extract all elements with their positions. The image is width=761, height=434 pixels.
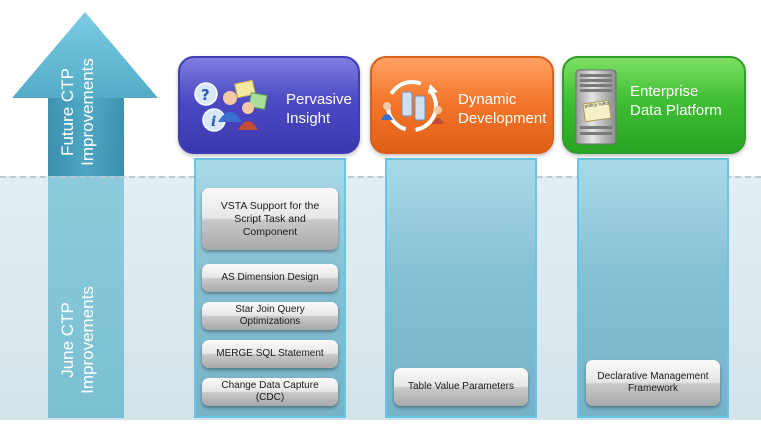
svg-text:i: i xyxy=(211,114,216,130)
future-ctp-label: Future CTP Improvements xyxy=(58,58,97,166)
item-merge-sql: MERGE SQL Statement xyxy=(202,340,338,368)
ctp-divider-line xyxy=(0,176,761,178)
item-vsta-support: VSTA Support for the Script Task and Com… xyxy=(202,188,338,250)
item-declarative-management: Declarative Management Framework xyxy=(586,360,720,406)
header-title: Dynamic Development xyxy=(458,91,547,127)
header-enterprise-data-platform: policy rules Enterprise Data Platform xyxy=(562,56,746,154)
item-as-dimension-design: AS Dimension Design xyxy=(202,264,338,292)
server-icon xyxy=(575,69,617,145)
people-insight-icon: ? i xyxy=(194,79,268,132)
header-title: Enterprise Data Platform xyxy=(630,83,722,119)
item-change-data-capture: Change Data Capture (CDC) xyxy=(202,378,338,406)
header-dynamic-development: Dynamic Development xyxy=(370,56,554,154)
item-table-value-parameters: Table Value Parameters xyxy=(394,368,528,406)
up-arrow xyxy=(12,12,158,418)
header-pervasive-insight: ? i Pervasive Insight xyxy=(178,56,360,154)
svg-text:?: ? xyxy=(201,86,210,104)
item-star-join-query: Star Join Query Optimizations xyxy=(202,302,338,330)
dev-cycle-icon xyxy=(381,80,444,132)
header-title: Pervasive Insight xyxy=(286,91,352,127)
june-ctp-label: June CTP Improvements xyxy=(58,286,97,394)
